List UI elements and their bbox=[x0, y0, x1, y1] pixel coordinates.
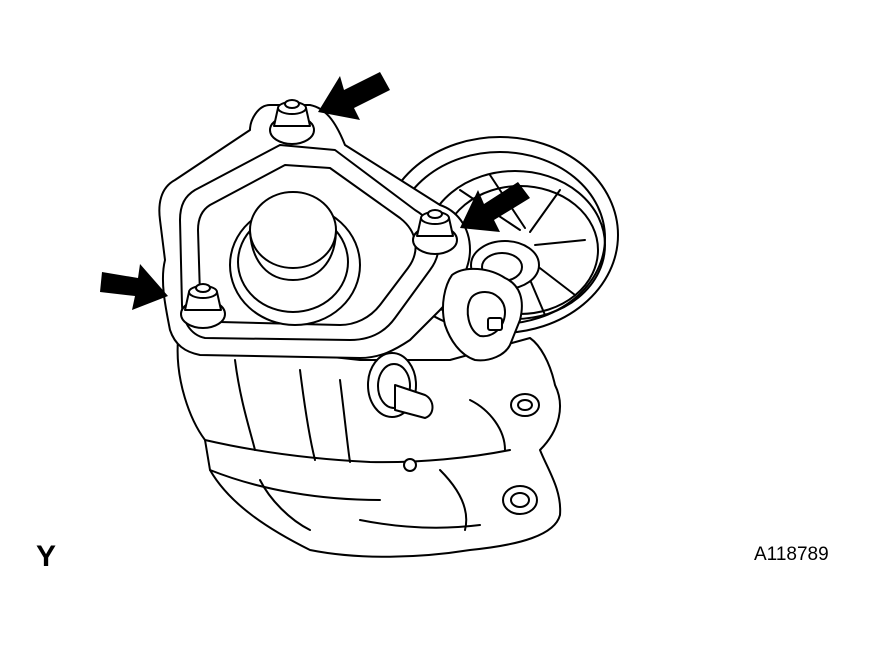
housing-body bbox=[176, 337, 562, 558]
arrow-icon bbox=[318, 72, 390, 120]
sensor-connector bbox=[442, 267, 523, 362]
cover-plate bbox=[158, 104, 471, 359]
arrow-icon bbox=[100, 264, 168, 310]
corner-symbol: Y bbox=[36, 540, 57, 573]
flange-nut-right bbox=[412, 209, 458, 255]
side-plug bbox=[367, 352, 434, 419]
flange-nut-left bbox=[180, 283, 226, 329]
arrow-icon bbox=[460, 182, 530, 232]
flange-nut-top bbox=[269, 99, 315, 145]
figure-code: A118789 bbox=[754, 544, 829, 565]
